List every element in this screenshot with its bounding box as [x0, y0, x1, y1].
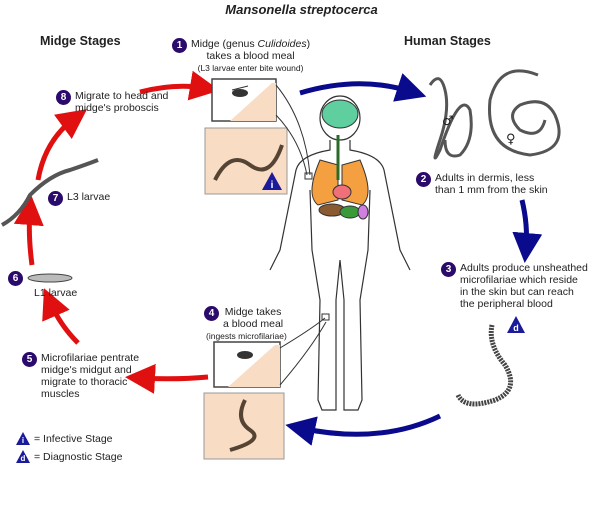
- legend-diagnostic-icon: d: [16, 450, 30, 463]
- stomach: [339, 205, 361, 219]
- step-6-label: L1 larvae: [34, 287, 78, 299]
- human-body: [269, 95, 411, 411]
- step-4: 4 Midge takes a blood meal: [204, 306, 283, 330]
- step-8: 8 Migrate to head and midge's proboscis: [56, 90, 168, 114]
- arrow-2-to-3: [512, 199, 543, 263]
- step-badge: 5: [22, 352, 37, 367]
- step-6-badge-wrap: 6: [8, 271, 23, 289]
- step-badge: 1: [172, 38, 187, 53]
- step-7: 7 L3 larvae: [48, 191, 110, 206]
- microfilaria-panel-4: [203, 392, 285, 460]
- midge-stages-heading: Midge Stages: [40, 34, 121, 48]
- arrow-3-to-4: [285, 413, 442, 446]
- arrow-8-to-1: [139, 70, 220, 101]
- female-symbol: ♀: [506, 132, 516, 147]
- larva-panel-1: i: [204, 127, 288, 195]
- human-stages-heading: Human Stages: [404, 34, 491, 48]
- lungs: [311, 159, 369, 206]
- diagnostic-triangle-3: d: [507, 316, 525, 333]
- step-badge: 8: [56, 90, 71, 105]
- step-5: 5 Microfilariae pentrate midge's midgut …: [22, 352, 139, 400]
- step-1: 1 Midge (genus Culidoides) takes a blood…: [172, 38, 310, 74]
- svg-text:d: d: [21, 454, 26, 463]
- step-badge: 4: [204, 306, 219, 321]
- legend-diagnostic-text: = Diagnostic Stage: [34, 451, 123, 463]
- step-badge: 6: [8, 271, 23, 286]
- adult-male-worm: [428, 77, 473, 160]
- step-4-sub: (ingests microfilariae): [206, 331, 287, 341]
- arrow-7-to-8: [35, 109, 88, 181]
- svg-text:i: i: [22, 436, 24, 445]
- bite-panel-1: [211, 78, 277, 122]
- heart: [332, 184, 352, 200]
- adult-female-worm: [488, 69, 561, 157]
- arrow-1-to-2: [299, 73, 427, 102]
- page-title: Mansonella streptocerca: [225, 2, 378, 17]
- arrow-5-to-6: [42, 288, 80, 345]
- svg-text:i: i: [271, 180, 274, 191]
- step-badge: 2: [416, 172, 431, 187]
- l3-larva: [0, 158, 99, 227]
- step-badge: 7: [48, 191, 63, 206]
- l1-larva: [27, 273, 73, 283]
- brain: [321, 99, 359, 129]
- step-3: 3 Adults produce unsheathed microfilaria…: [441, 262, 588, 310]
- male-symbol: ♂: [442, 114, 454, 129]
- bite-panel-4: [213, 341, 281, 388]
- spleen: [357, 204, 369, 220]
- arrow-6-to-7: [13, 195, 44, 266]
- step-2: 2 Adults in dermis, less than 1 mm from …: [416, 172, 548, 196]
- legend-infective-text: = Infective Stage: [34, 433, 113, 445]
- arrow-4-to-5: [125, 363, 209, 394]
- svg-text:d: d: [513, 323, 519, 333]
- legend-infective-icon: i: [16, 432, 30, 445]
- step-badge: 3: [441, 262, 456, 277]
- microfilaria-worm: [455, 324, 514, 407]
